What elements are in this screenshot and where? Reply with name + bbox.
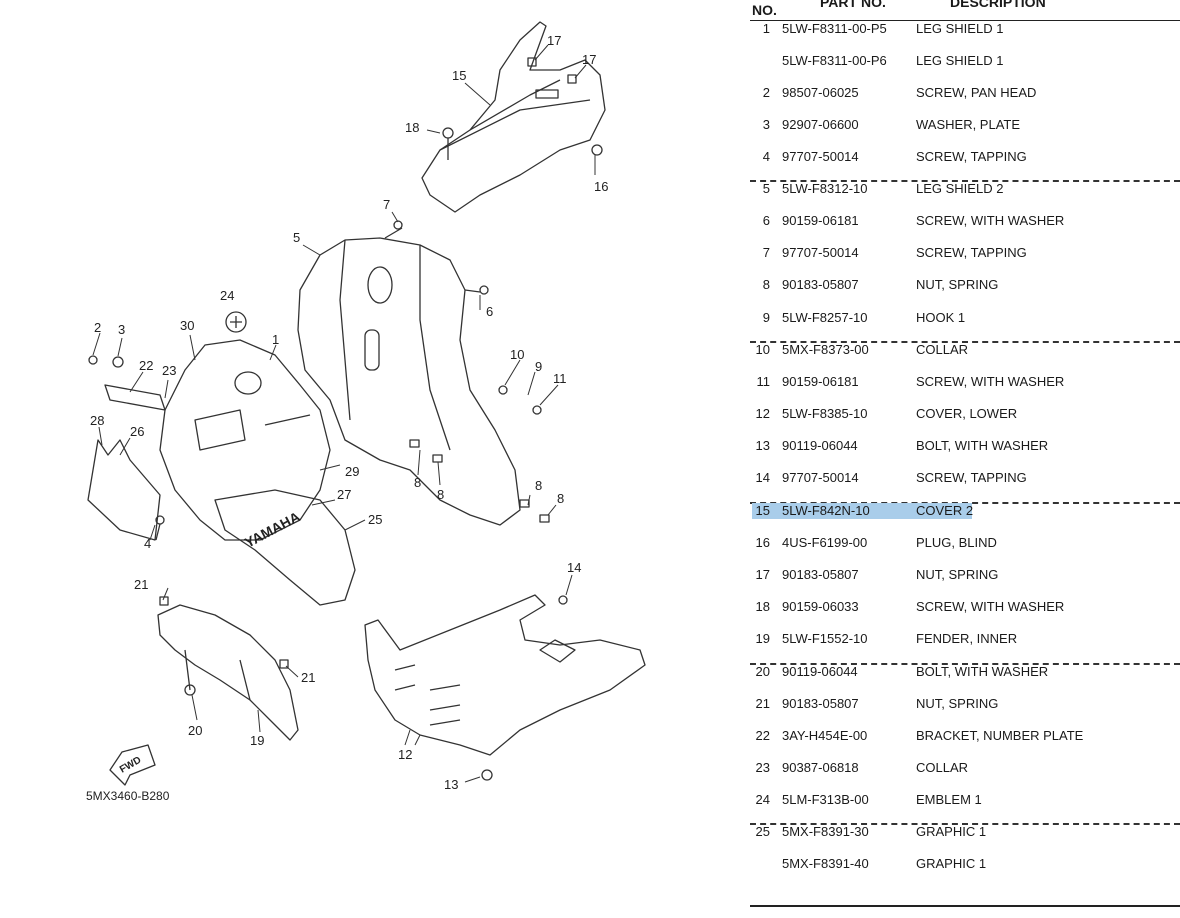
- row-highlight: [752, 503, 972, 519]
- callout-8b: 8: [437, 487, 444, 502]
- part-5-leg-shield-2: [297, 237, 521, 526]
- brand-label: YAMAHA: [242, 508, 303, 550]
- group-separator: [750, 341, 1180, 343]
- callout-13: 13: [444, 777, 458, 792]
- callout-5: 5: [293, 230, 300, 245]
- callout-16: 16: [594, 179, 608, 194]
- callout-28: 28: [90, 413, 104, 428]
- header-divider: [750, 20, 1180, 21]
- fwd-label: FWD: [118, 755, 143, 776]
- exploded-parts-diagram: YAMAHA FWD 1 2 3 4 5 6 7 8 8 8 8 9 10 11…: [86, 21, 646, 803]
- callout-9: 9: [535, 359, 542, 374]
- callout-4: 4: [144, 536, 151, 551]
- callout-24: 24: [220, 288, 234, 303]
- fwd-arrow-icon: [109, 744, 156, 786]
- callout-17b: 17: [582, 52, 596, 67]
- group-separator: [750, 180, 1180, 182]
- callout-17a: 17: [547, 33, 561, 48]
- part-1-leg-shield-1: [159, 339, 331, 541]
- group-separator: [750, 823, 1180, 825]
- callout-25: 25: [368, 512, 382, 527]
- callout-21b: 21: [301, 670, 315, 685]
- part-12-lower-cover: [364, 594, 646, 756]
- callout-19: 19: [250, 733, 264, 748]
- callout-10: 10: [510, 347, 524, 362]
- part-28-graphic: [87, 439, 161, 541]
- part-25-graphic: [214, 489, 356, 606]
- callout-26: 26: [130, 424, 144, 439]
- part-24-emblem: [225, 311, 247, 333]
- callout-15: 15: [452, 68, 466, 83]
- callout-11: 11: [553, 371, 567, 386]
- callout-23: 23: [162, 363, 176, 378]
- diagram-code: 5MX3460-B280: [86, 789, 170, 803]
- callout-6: 6: [486, 304, 493, 319]
- table-bottom-rule: [750, 905, 1180, 907]
- header-description: DESCRIPTION: [950, 0, 1046, 10]
- header-no: NO.: [752, 2, 777, 18]
- callout-21a: 21: [134, 577, 148, 592]
- callout-27: 27: [337, 487, 351, 502]
- callout-3: 3: [118, 322, 125, 337]
- callout-14: 14: [567, 560, 581, 575]
- callout-22: 22: [139, 358, 153, 373]
- callout-8a: 8: [414, 475, 421, 490]
- callout-7: 7: [383, 197, 390, 212]
- callout-29: 29: [345, 464, 359, 479]
- callout-8d: 8: [557, 491, 564, 506]
- callout-12: 12: [398, 747, 412, 762]
- callout-18: 18: [405, 120, 419, 135]
- callout-20: 20: [188, 723, 202, 738]
- group-separator: [750, 663, 1180, 665]
- part-19-fender: [157, 604, 299, 741]
- header-part-no: PART NO.: [820, 0, 886, 10]
- callout-8c: 8: [535, 478, 542, 493]
- callout-1: 1: [272, 332, 279, 347]
- callout-2: 2: [94, 320, 101, 335]
- callout-numbers: 1 2 3 4 5 6 7 8 8 8 8 9 10 11 12 13 14 1…: [90, 33, 608, 792]
- callout-30: 30: [180, 318, 194, 333]
- part-15-cover: [421, 21, 606, 213]
